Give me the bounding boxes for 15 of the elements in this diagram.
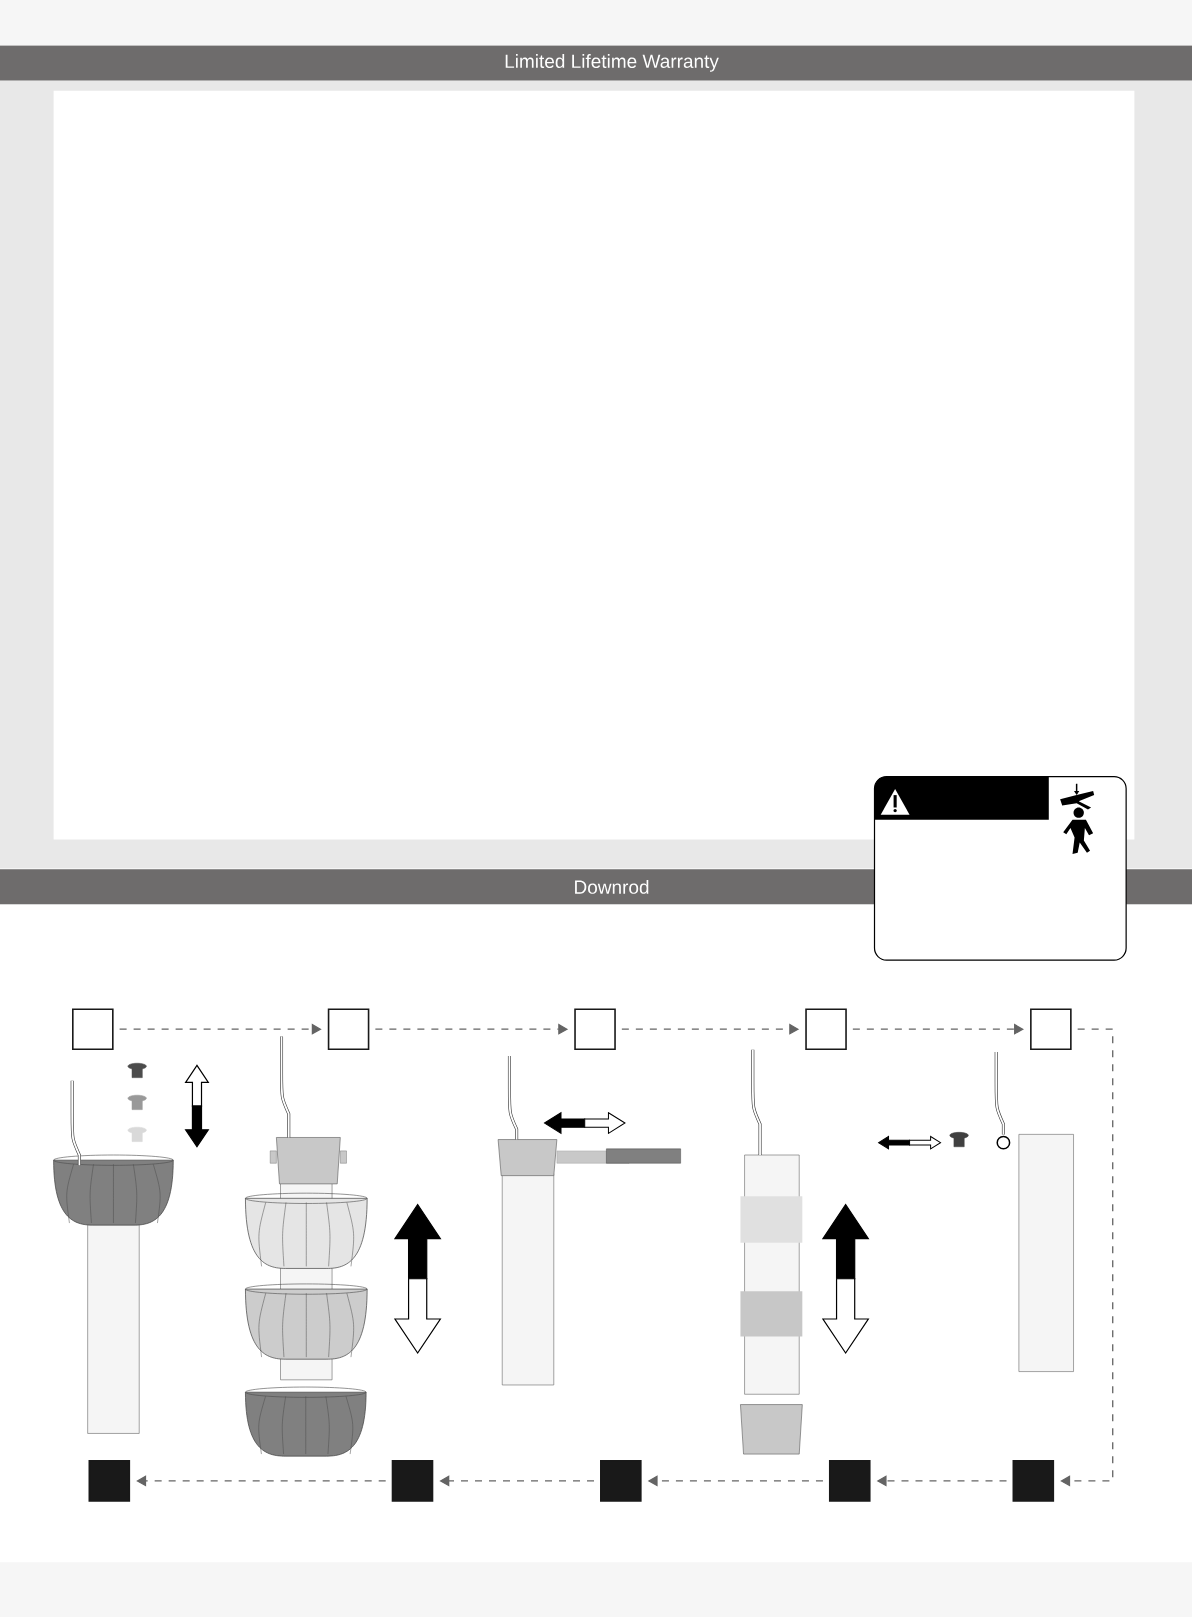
filled-step-box <box>88 1460 131 1502</box>
dashed-arrow <box>439 1475 595 1487</box>
dashed-arrow <box>1060 1028 1114 1487</box>
step-box <box>805 1008 847 1050</box>
step-box <box>327 1008 370 1050</box>
filled-step-box <box>599 1460 642 1502</box>
filled-step-box <box>828 1460 871 1502</box>
step-box <box>71 1008 114 1050</box>
filled-step-box <box>391 1460 434 1502</box>
section-header-band: Limited Lifetime Warranty <box>0 45 1192 81</box>
dashed-arrow <box>136 1475 387 1487</box>
filled-step-box <box>1012 1460 1055 1502</box>
dashed-arrow <box>852 1023 1024 1035</box>
step-box <box>574 1008 616 1050</box>
step-box <box>1030 1008 1072 1050</box>
